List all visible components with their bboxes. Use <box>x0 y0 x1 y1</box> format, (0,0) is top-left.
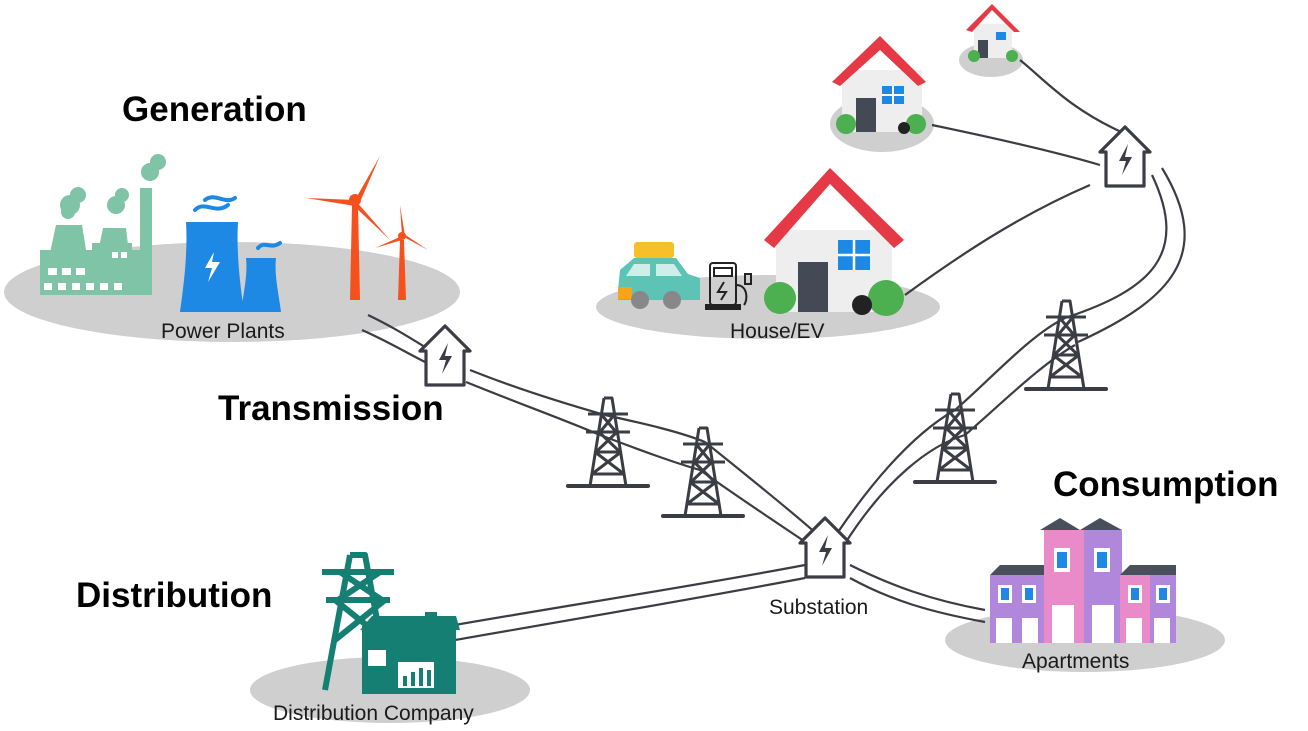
small-house-icon <box>966 4 1020 62</box>
heading-transmission: Transmission <box>218 389 444 428</box>
power-lines <box>361 59 1186 642</box>
distribution-company-icon <box>322 552 460 694</box>
substation-icon <box>1098 125 1152 188</box>
apartments-icon <box>990 518 1176 643</box>
house-ev-icon <box>618 168 904 316</box>
label-house-ev: House/EV <box>730 320 825 343</box>
power-plants-icon <box>40 154 428 312</box>
heading-distribution: Distribution <box>76 576 273 615</box>
label-apartments: Apartments <box>1022 650 1130 673</box>
electric-car-icon <box>618 242 700 309</box>
transmission-tower-icon <box>913 392 997 484</box>
substation-icon <box>418 324 472 387</box>
medium-house-icon <box>832 36 926 134</box>
label-power-plants: Power Plants <box>161 320 285 343</box>
ev-charger-icon <box>705 262 752 310</box>
nuclear-plant-icon <box>180 195 282 312</box>
transmission-tower-icon <box>1024 299 1108 391</box>
factory-icon <box>40 154 166 295</box>
label-substation: Substation <box>769 596 869 619</box>
heading-consumption: Consumption <box>1053 465 1279 504</box>
wind-turbine-icon <box>306 156 428 300</box>
label-distribution-company: Distribution Company <box>273 702 474 725</box>
heading-generation: Generation <box>122 90 307 129</box>
transmission-tower-icon <box>566 396 650 488</box>
